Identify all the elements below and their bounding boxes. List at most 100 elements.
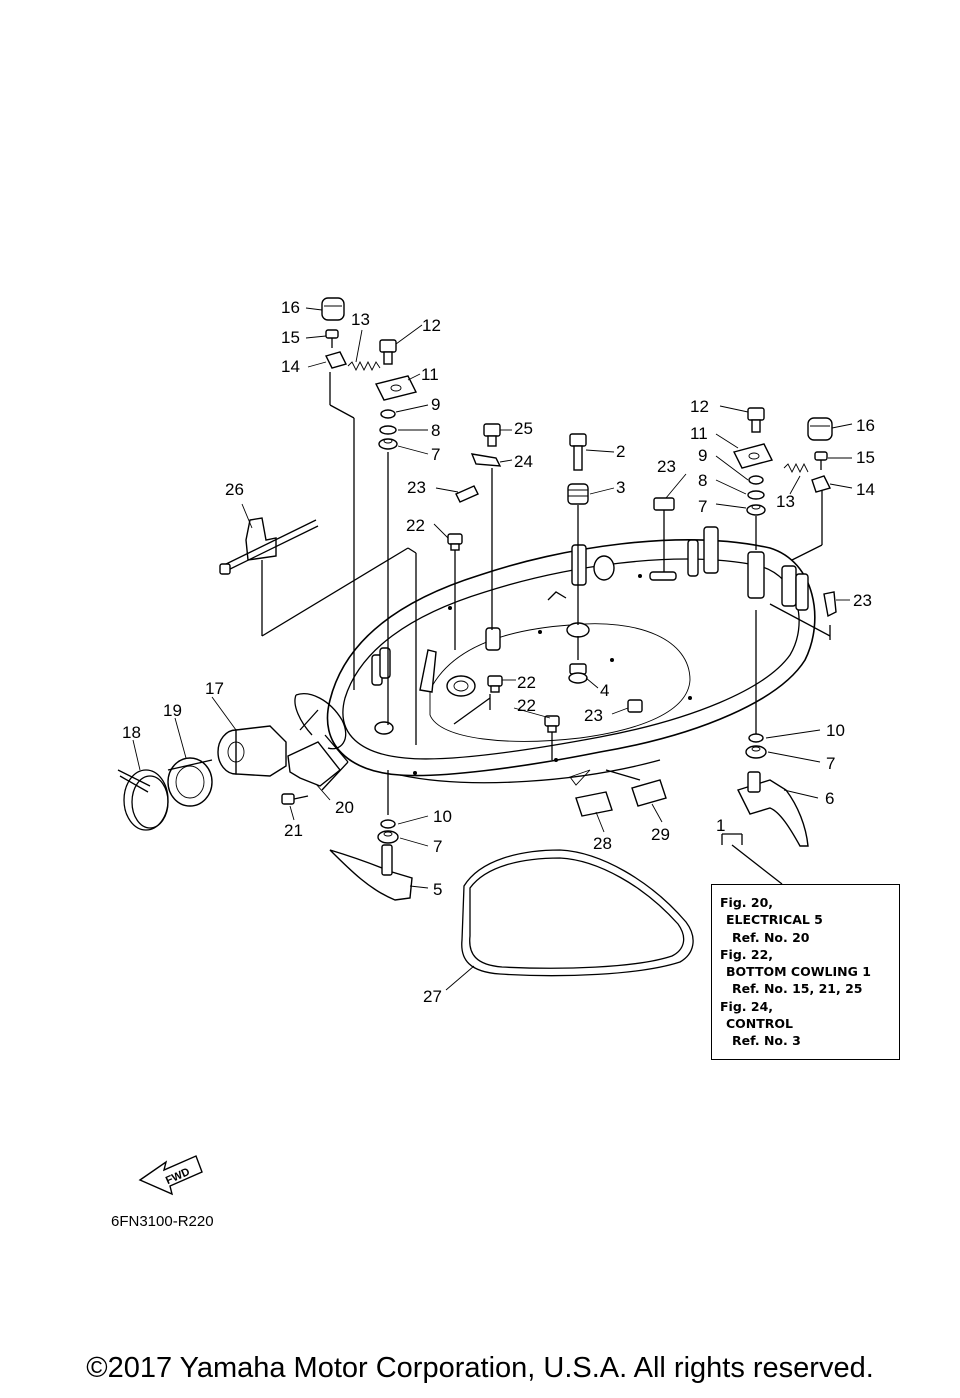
callout-11-left: 11 (421, 365, 439, 384)
callout-22-b: 22 (517, 673, 536, 692)
copyright-notice: ©2017 Yamaha Motor Corporation, U.S.A. A… (86, 1352, 874, 1384)
fwd-arrow: FWD (138, 1155, 203, 1196)
callout-8-left: 8 (431, 421, 440, 440)
reference-box: Fig. 20, ELECTRICAL 5 Ref. No. 20 Fig. 2… (711, 884, 900, 1060)
callout-28: 28 (593, 834, 612, 853)
assembly-leader-lines (261, 372, 831, 885)
ring-19 (167, 757, 213, 807)
callout-15-right: 15 (856, 448, 875, 467)
callout-25: 25 (514, 419, 533, 438)
callout-3: 3 (616, 478, 625, 497)
grommet-3 (567, 483, 589, 505)
callout-10-right: 10 (826, 721, 845, 740)
bolt-12-left (379, 339, 397, 365)
callout-22-c: 22 (517, 696, 536, 715)
ref-line: Ref. No. 15, 21, 25 (732, 981, 863, 997)
bolt-2 (569, 433, 587, 471)
callout-29: 29 (651, 825, 670, 844)
callout-23-b: 23 (657, 457, 676, 476)
bracket-20 (287, 741, 341, 787)
diagram-code: 6FN3100-R220 (111, 1213, 214, 1230)
label-29 (631, 779, 667, 807)
stud-22-b (487, 675, 503, 693)
callout-13-left: 13 (351, 310, 370, 329)
seal-27 (461, 849, 694, 977)
pad-23-b (653, 497, 675, 511)
handle-6 (737, 771, 809, 847)
callout-27: 27 (423, 987, 442, 1006)
label-28 (575, 791, 613, 817)
callout-lines (132, 307, 853, 991)
callout-23-c: 23 (853, 591, 872, 610)
callout-2: 2 (616, 442, 625, 461)
ref-line: CONTROL (726, 1016, 794, 1032)
band-18 (117, 769, 169, 831)
callout-26: 26 (225, 480, 244, 499)
callout-17: 17 (205, 679, 224, 698)
callout-4: 4 (600, 681, 609, 700)
handle-5 (329, 844, 413, 901)
connector-17 (217, 725, 287, 777)
latch-11-left (374, 375, 418, 401)
ref-line: Fig. 24, (720, 998, 774, 1014)
latch-11-right (732, 443, 774, 469)
bolt-15-right (814, 451, 828, 470)
grommet-16-left (321, 297, 345, 321)
callout-16-left: 16 (281, 298, 300, 317)
ref-line: Ref. No. 3 (732, 1033, 801, 1049)
stud-22-a (447, 533, 463, 551)
callout-12-left: 12 (422, 316, 441, 335)
callout-11-right: 11 (690, 424, 708, 443)
grommet-16-right (807, 417, 833, 441)
callout-1: 1 (716, 816, 725, 835)
ref-line: Ref. No. 20 (732, 929, 810, 945)
callout-9-right: 9 (698, 446, 707, 465)
callout-23-d: 23 (584, 706, 603, 725)
callout-5: 5 (433, 880, 442, 899)
callout-numbers: 16 15 14 13 12 11 9 8 7 25 24 2 3 23 22 … (122, 298, 875, 1006)
pad-23-d (627, 699, 643, 713)
callout-14-left: 14 (281, 357, 300, 376)
callout-15-left: 15 (281, 328, 300, 347)
callout-14-right: 14 (856, 480, 875, 499)
callout-7-lower-right: 7 (826, 754, 835, 773)
callout-23-a: 23 (407, 478, 426, 497)
callout-24: 24 (514, 452, 533, 471)
callout-18: 18 (122, 723, 141, 742)
callout-8-right: 8 (698, 471, 707, 490)
callout-21: 21 (284, 821, 303, 840)
pad-23-c (823, 591, 837, 618)
callout-13-right: 13 (776, 492, 795, 511)
clip-26 (219, 517, 319, 575)
callout-7-lower-left: 7 (433, 837, 442, 856)
bolt-15-left (325, 329, 339, 348)
clip-14-left (324, 351, 348, 369)
clip-14-right (811, 475, 832, 493)
screw-21 (281, 793, 309, 805)
callout-9-left: 9 (431, 395, 440, 414)
callout-22-a: 22 (406, 516, 425, 535)
ref-line: Fig. 20, (720, 895, 774, 910)
ref-line: ELECTRICAL 5 (726, 912, 823, 928)
spring-13-left (347, 360, 381, 372)
bolt-12-right (747, 407, 765, 433)
callout-7-left: 7 (431, 445, 440, 464)
callout-12-right: 12 (690, 397, 709, 416)
callout-10-left: 10 (433, 807, 452, 826)
pad-23-a (455, 485, 479, 503)
callout-19: 19 (163, 701, 182, 720)
ref-line: BOTTOM COWLING 1 (726, 964, 871, 980)
damper-4 (568, 663, 588, 684)
spring-13-right (783, 462, 809, 474)
callout-7-right: 7 (698, 497, 707, 516)
bottom-cowling-body (294, 526, 816, 786)
bolt-25 (483, 423, 501, 447)
callout-16-right: 16 (856, 416, 875, 435)
stud-22-c (544, 715, 560, 733)
clamp-24 (470, 453, 502, 467)
parts (117, 297, 837, 977)
ref-line: Fig. 22, (720, 946, 774, 962)
callout-6: 6 (825, 789, 834, 808)
callout-20: 20 (335, 798, 354, 817)
